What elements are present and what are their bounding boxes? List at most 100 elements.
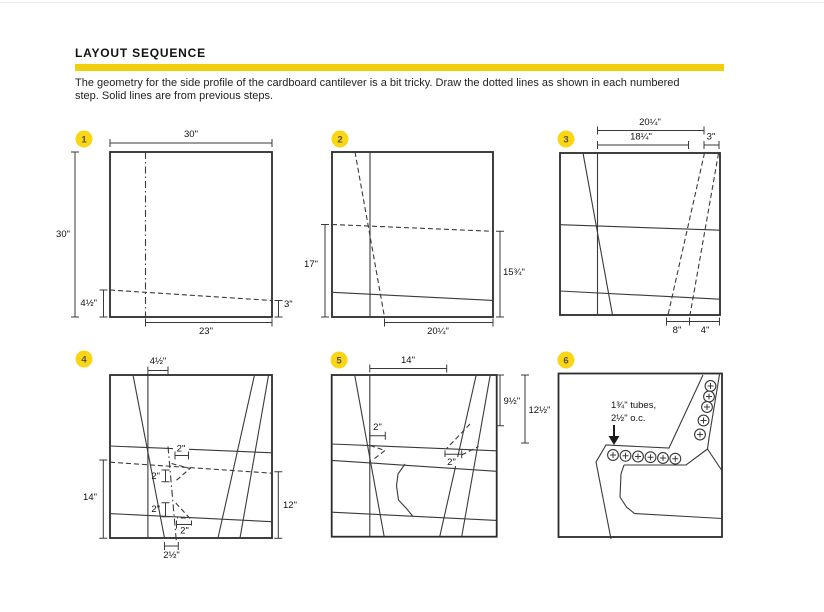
step-6-note-line-1: 1¾" tubes,	[611, 400, 656, 411]
step-5-dashed-triangle-left	[369, 444, 387, 461]
step-6-diagram: 6	[557, 351, 723, 540]
step-4-square	[109, 374, 273, 539]
step-4-dim-bottom-bracket	[164, 542, 179, 550]
step-3-dim-top-right-label: 3"	[707, 132, 716, 143]
step-5-solid-horizontal-line-upper	[331, 443, 497, 452]
step-3-dim-bottom-bracket	[666, 317, 720, 326]
step-1-dim-top-label: 30"	[184, 129, 198, 140]
step-5-dim-right-outer-bracket	[521, 374, 529, 444]
step-4-dim-top-label: 4½"	[150, 356, 167, 367]
step-4-dim-b-label: 2"	[151, 471, 160, 482]
tube-cross-icon	[700, 417, 707, 424]
accent-rule	[75, 64, 724, 71]
step-3-dashed-diagonal-right	[689, 153, 720, 316]
step-5-diagram: 5 2" 2" 14" 9½" 12½"	[330, 351, 550, 538]
step-4-solid-horizontal-line-upper	[109, 445, 273, 454]
step-5-dashed-construction-right	[446, 423, 479, 456]
step-3-dim-top-inner-label: 18¼"	[630, 132, 652, 143]
tube-cross-icon	[706, 393, 712, 400]
step-6-note-line-2: 2½" o.c.	[611, 413, 646, 424]
step-1-badge	[75, 130, 93, 148]
step-6-profile-notch-path	[619, 464, 723, 520]
step-1-dim-right-small-label: 3"	[284, 299, 293, 310]
step-2-dim-right-bracket	[496, 230, 504, 318]
tube-cross-icon	[672, 455, 679, 462]
step-6-badge-number: 6	[563, 356, 568, 367]
step-4-solid-diagonal-right	[239, 375, 270, 539]
step-4-badge-number: 4	[81, 355, 87, 366]
step-4-dim-c-label: 2"	[151, 504, 160, 515]
step-3-dim-top-outer-bracket	[597, 126, 705, 135]
step-5-solid-notch-polyline	[395, 463, 414, 517]
step-1-badge-number: 1	[81, 135, 87, 146]
step-5-dim-top-bracket	[369, 364, 448, 373]
step-4-dim-left-label: 14"	[83, 492, 97, 503]
step-6-tube-row-diagonal	[694, 380, 717, 441]
step-4-dashed-horizontal-line	[109, 461, 273, 474]
step-2-square	[331, 151, 494, 318]
step-4-dashed-vertical-line	[167, 446, 178, 544]
step-3-solid-horizontal-line-lower	[559, 290, 721, 300]
step-1-dashed-sloped-line	[109, 289, 273, 302]
step-5-dim-right-inner-label: 9½"	[504, 396, 521, 407]
step-1-dim-left-small-label: 4½"	[80, 298, 97, 309]
step-3-dim-bottom-right-label: 4"	[701, 325, 710, 336]
step-5-dim-right-small-label-bg	[444, 457, 460, 466]
step-4-dim-left-bracket	[99, 459, 108, 539]
step-6-profile-outer-path	[595, 374, 704, 540]
step-3-solid-steep-line	[582, 152, 614, 316]
step-4-dim-right-bracket	[274, 471, 283, 539]
step-4-dim-b-bracket	[161, 469, 170, 483]
step-1-diagram: 1 30" 30" 4½" 3" 23"	[56, 129, 293, 337]
step-4-dim-bottom-label: 2½"	[163, 550, 180, 561]
tube-cross-icon	[647, 454, 654, 461]
tube-cross-icon	[635, 453, 641, 460]
tube-cross-icon	[707, 383, 714, 389]
step-5-solid-diagonal-left	[439, 374, 477, 537]
step-4-dim-a-bracket	[174, 451, 189, 460]
step-3-solid-horizontal-line-upper	[559, 224, 721, 231]
step-5-badge-number: 5	[336, 356, 342, 367]
step-4-solid-diagonal-left	[217, 374, 256, 539]
step-2-dim-left-bracket	[321, 224, 329, 318]
step-4-dim-d-label-bg	[177, 525, 192, 535]
step-2-dim-bottom-bracket	[384, 318, 494, 327]
tube-cross-icon	[660, 455, 666, 461]
step-1-dim-left-bracket	[71, 151, 79, 318]
step-1-dim-right-small-bracket	[274, 300, 283, 318]
step-2-badge	[331, 130, 349, 148]
tube-cross-icon	[697, 431, 703, 438]
step-5-dim-right-inner-bracket	[496, 374, 504, 427]
step-3-dim-top-inner-bracket	[597, 141, 689, 149]
step-2-dim-left-label: 17"	[304, 259, 318, 270]
step-5-dim-right-small-bracket	[444, 450, 463, 459]
step-2-dim-bottom-label: 20¼"	[427, 326, 449, 337]
page-description: The geometry for the side profile of the…	[75, 77, 755, 102]
step-4-badge	[75, 350, 93, 368]
step-1-dim-top-bracket	[109, 139, 273, 147]
page-top-edge	[0, 2, 824, 3]
description-line-1: The geometry for the side profile of the…	[75, 77, 680, 89]
step-1-dim-left-label: 30"	[56, 229, 70, 240]
step-4-dim-top-bracket	[147, 366, 169, 375]
step-3-dim-top-outer-label: 20¼"	[639, 117, 661, 128]
step-4-dim-right-label: 12"	[283, 500, 297, 511]
step-3-badge-number: 3	[563, 135, 568, 146]
step-6-badge	[557, 351, 575, 369]
step-5-badge	[330, 351, 348, 369]
step-2-diagram: 2 17" 15¾" 20¼"	[304, 130, 525, 337]
step-4-diagram: 4 4½" 2" 2" 2" 2" 2½"	[75, 350, 297, 561]
step-4-solid-steep-line	[132, 374, 166, 539]
step-6-square	[557, 372, 723, 538]
step-4-dim-a-label-bg	[173, 444, 189, 453]
step-2-dashed-steep-line	[354, 151, 386, 318]
step-3-square	[559, 152, 721, 316]
step-1-square	[109, 151, 273, 318]
down-arrow-head	[608, 436, 620, 445]
step-6-tube-row-horizontal	[607, 449, 682, 465]
step-4-dim-a-label: 2"	[177, 444, 186, 455]
step-4-dashed-triangle-upper	[171, 462, 192, 482]
step-3-diagram: 3 20¼" 18¼" 3" 8" 4"	[557, 117, 721, 336]
